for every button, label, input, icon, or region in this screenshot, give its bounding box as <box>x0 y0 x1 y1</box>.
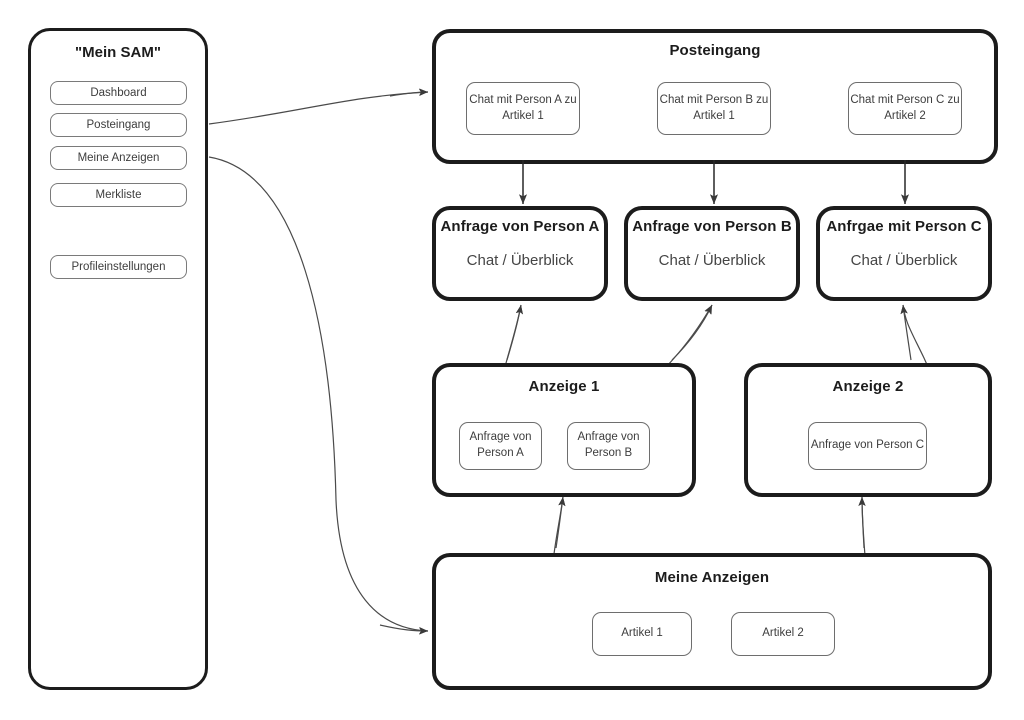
sidebar-item-posteingang[interactable]: Posteingang <box>50 113 187 137</box>
sidebar-item-label: Posteingang <box>86 119 151 131</box>
listing-title: Anzeige 1 <box>528 378 600 395</box>
inbox-title: Posteingang <box>669 42 761 59</box>
request-panel-person-a: Anfrage von Person A Chat / Überblick <box>432 206 608 301</box>
listing-request-label: Anfrage von Person B <box>577 431 640 459</box>
request-panel-person-b: Anfrage von Person B Chat / Überblick <box>624 206 800 301</box>
article-item[interactable]: Artikel 2 <box>731 612 835 656</box>
sidebar-item-profileinstellungen[interactable]: Profileinstellungen <box>50 255 187 279</box>
edge-artikel1-overlay <box>555 496 566 549</box>
edge-listing2-c-overlay <box>900 304 912 361</box>
my-listings-panel: Meine Anzeigen <box>432 553 992 690</box>
sidebar-panel: "Mein SAM" <box>28 28 208 690</box>
listing-request-label: Anfrage von Person C <box>810 439 925 452</box>
listing-title: Anzeige 2 <box>832 378 904 395</box>
inbox-chat-item[interactable]: Chat mit Person B zu Artikel 1 <box>657 82 771 135</box>
request-subtitle: Chat / Überblick <box>850 252 958 269</box>
sidebar-title: "Mein SAM" <box>75 44 161 61</box>
edge-artikel2-overlay <box>858 496 866 549</box>
request-title: Anfrgae mit Person C <box>826 218 982 235</box>
article-item[interactable]: Artikel 1 <box>592 612 692 656</box>
sidebar-item-dashboard[interactable]: Dashboard <box>50 81 187 105</box>
listing-request-item[interactable]: Anfrage von Person B <box>567 422 650 470</box>
edge-meine-anzeigen-to-my-listings <box>208 156 429 635</box>
my-listings-title: Meine Anzeigen <box>654 569 770 586</box>
edge-listing1-b-overlay <box>671 304 713 361</box>
sidebar-item-meine-anzeigen[interactable]: Meine Anzeigen <box>50 146 187 170</box>
article-label: Artikel 2 <box>762 627 804 640</box>
edge-meine-anzeigen-overlay <box>379 624 429 635</box>
request-title: Anfrage von Person B <box>632 218 792 235</box>
sidebar-item-label: Profileinstellungen <box>71 261 166 273</box>
article-label: Artikel 1 <box>621 627 663 640</box>
edge-posteingang-to-inbox <box>208 88 429 125</box>
sidebar-item-label: Dashboard <box>90 87 147 99</box>
edge-posteingang-overlay <box>389 88 429 97</box>
sidebar-item-merkliste[interactable]: Merkliste <box>50 183 187 207</box>
edge-listing1-a-overlay <box>506 304 524 361</box>
request-subtitle: Chat / Überblick <box>658 252 766 269</box>
inbox-chat-item[interactable]: Chat mit Person A zu Artikel 1 <box>466 82 580 135</box>
inbox-chat-label: Chat mit Person B zu Artikel 1 <box>659 93 769 122</box>
listing-request-label: Anfrage von Person A <box>469 431 532 459</box>
sidebar-item-label: Merkliste <box>95 189 142 201</box>
inbox-chat-label: Chat mit Person A zu Artikel 1 <box>469 93 577 122</box>
inbox-chat-label: Chat mit Person C zu Artikel 2 <box>850 93 960 122</box>
listing-request-item[interactable]: Anfrage von Person A <box>459 422 542 470</box>
request-subtitle: Chat / Überblick <box>466 252 574 269</box>
inbox-chat-item[interactable]: Chat mit Person C zu Artikel 2 <box>848 82 962 135</box>
sidebar-item-label: Meine Anzeigen <box>77 152 160 164</box>
request-title: Anfrage von Person A <box>440 218 600 235</box>
request-panel-person-c: Anfrgae mit Person C Chat / Überblick <box>816 206 992 301</box>
listing-request-item[interactable]: Anfrage von Person C <box>808 422 927 470</box>
